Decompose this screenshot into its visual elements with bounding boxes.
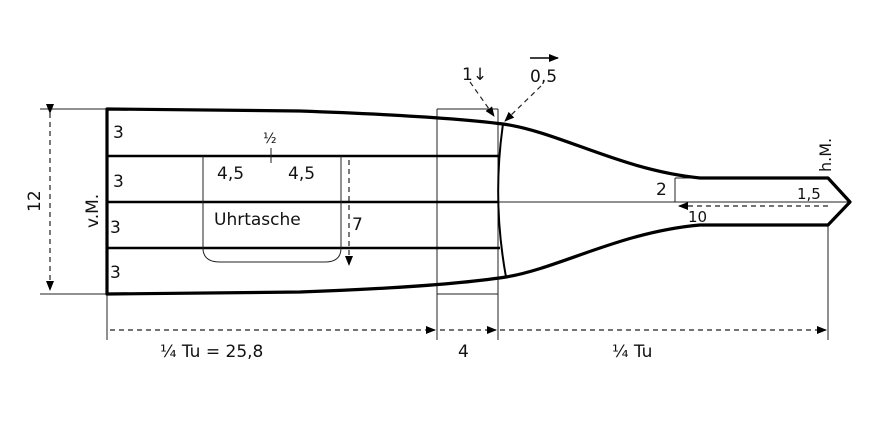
height-label: 12 [25, 190, 45, 212]
row-lines [107, 154, 500, 250]
quarter-waist-back-label: ¼ Tu [612, 342, 652, 362]
shift-right-label: 0,5 [530, 67, 557, 87]
pattern-outline [105, 107, 852, 296]
tip-label: 1,5 [797, 185, 821, 203]
front-middle-label: v.M. [83, 194, 103, 228]
shift-pointer-arrow [504, 85, 542, 122]
row-label-3: 3 [110, 218, 121, 238]
band-length-label: 10 [688, 208, 707, 226]
pocket-left-label: 4,5 [217, 164, 244, 184]
half-label: ½ [263, 131, 277, 147]
row-label-4: 3 [110, 263, 121, 283]
pocket-depth-label: 7 [352, 215, 363, 235]
pocket-right-label: 4,5 [288, 164, 315, 184]
row-label-2: 3 [113, 172, 124, 192]
dart-down-label: 1↓ [462, 65, 487, 85]
row-label-1: 3 [113, 123, 124, 143]
quarter-waist-label: ¼ Tu = 25,8 [160, 342, 263, 362]
band-height-label: 2 [656, 180, 667, 200]
watch-pocket-outline [202, 156, 342, 263]
overlap-label: 4 [458, 342, 469, 362]
dart-pointer-arrow [469, 81, 495, 117]
side-seam-curve [497, 123, 507, 278]
back-middle-label: h.M. [816, 138, 835, 172]
construction-grid [40, 108, 850, 340]
pocket-name-label: Uhrtasche [214, 210, 301, 230]
